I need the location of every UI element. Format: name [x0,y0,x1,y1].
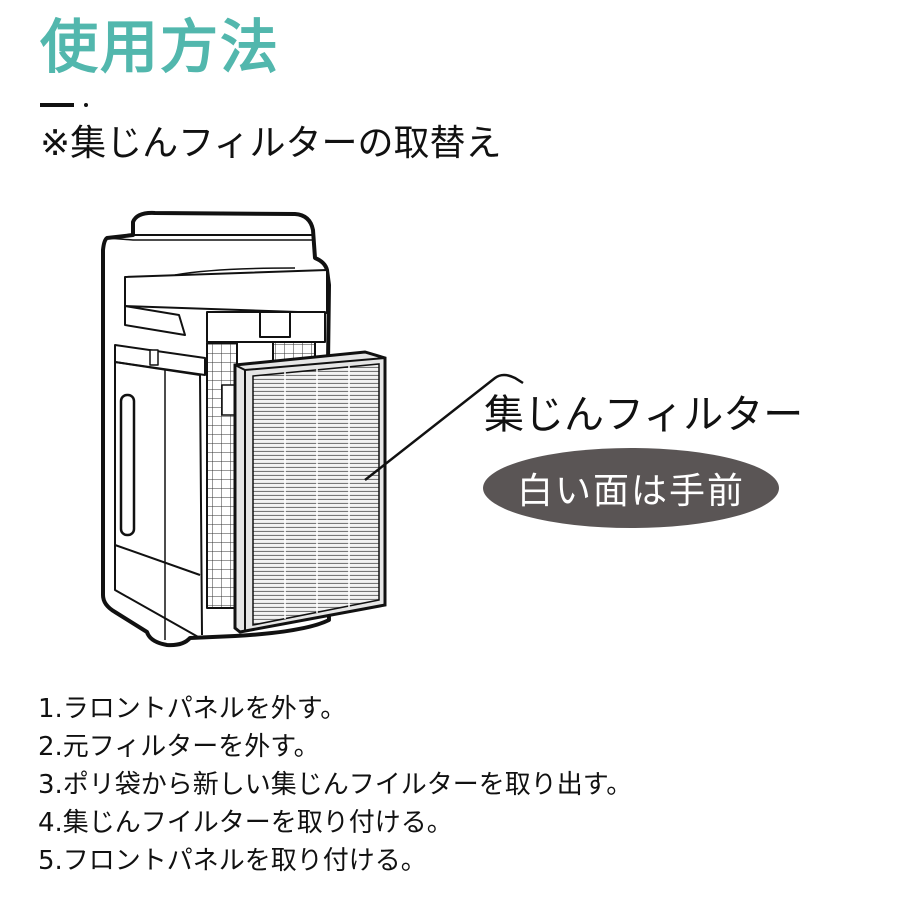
dust-filter [233,350,387,634]
badge-text: 白い面は手前 [516,471,745,512]
filter-callout-label: 集じんフィルター [484,392,804,438]
callout-leader-line [364,373,524,481]
step-item: 2.元フィルターを外す。 [38,732,320,762]
white-side-front-badge: 白い面は手前 [483,448,779,528]
instruction-steps: 1.ラロントパネルを外す。 2.元フィルターを外す。 3.ポリ袋から新しい集じん… [38,690,632,880]
section-subtitle: ※集じんフィルターの取替え [40,123,502,164]
step-item: 5.フロントパネルを取り付ける。 [38,846,427,876]
step-item: 3.ポリ袋から新しい集じんフイルターを取り出す。 [38,770,633,800]
page-title: 使用方法 [40,13,281,81]
title-underline [40,103,74,107]
purifier-body [101,210,331,648]
step-item: 1.ラロントパネルを外す。 [38,694,347,724]
step-item: 4.集じんフイルターを取り付ける。 [38,808,453,838]
air-purifier-illustration [101,210,524,648]
title-underline-dot [84,103,88,107]
